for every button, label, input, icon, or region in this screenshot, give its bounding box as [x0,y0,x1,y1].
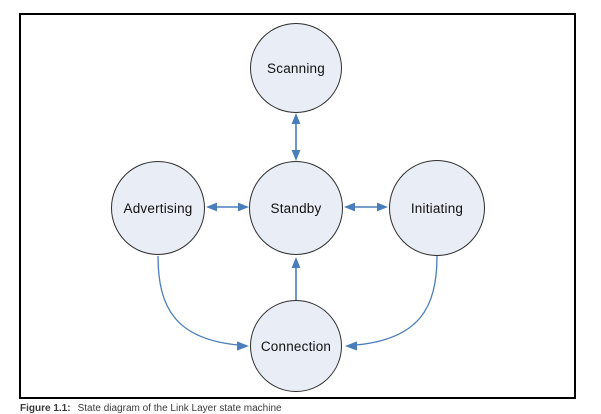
state-node-initiating: Initiating [389,160,485,256]
state-label-connection: Connection [260,338,332,354]
state-label-standby: Standby [270,200,322,216]
state-node-scanning: Scanning [250,23,342,113]
state-node-standby: Standby [249,161,343,255]
state-label-initiating: Initiating [410,200,464,216]
figure-caption-number: Figure 1.1: [20,403,71,414]
figure-caption: Figure 1.1: State diagram of the Link Lay… [20,403,282,414]
state-node-advertising: Advertising [111,161,205,255]
figure-caption-text: State diagram of the Link Layer state ma… [77,403,282,414]
state-label-advertising: Advertising [123,200,193,216]
state-label-scanning: Scanning [267,60,325,76]
state-node-connection: Connection [250,300,342,392]
